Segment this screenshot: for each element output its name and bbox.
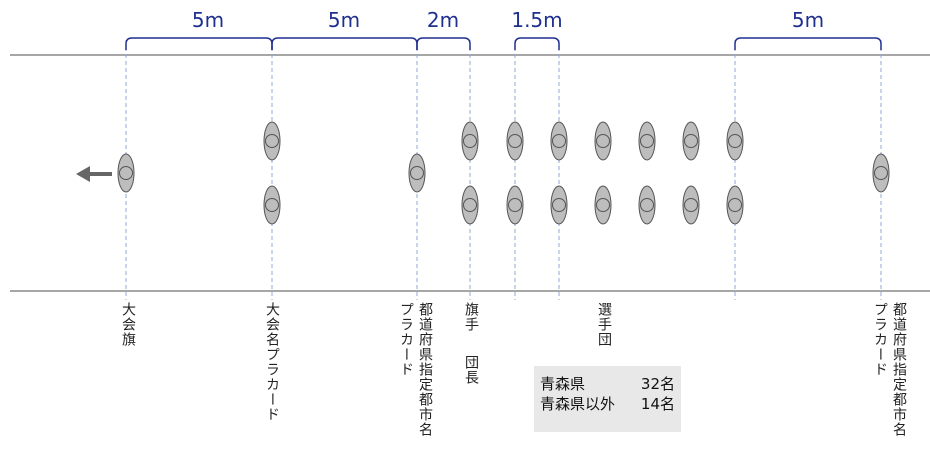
person-marker-icon-13 [638,121,656,161]
person-head [508,134,522,148]
label-pref-placard-2-a: 都道府県指定都市名 [891,302,907,437]
count-row-aomori-value: 32名 [640,375,675,393]
person-marker-icon-2 [263,121,281,161]
dimension-bracket-3 [416,37,471,50]
person-head [410,166,424,180]
label-athletes: 選手団 [596,302,612,347]
person-head [728,198,742,212]
person-head [596,134,610,148]
person-marker-icon-17 [726,121,744,161]
count-row-aomori: 青森県 32名 [540,374,675,394]
dimension-label-3: 2m [426,8,460,32]
person-head [552,134,566,148]
person-marker-icon-4 [408,153,426,193]
person-marker-icon-8 [506,185,524,225]
person-head [463,198,477,212]
label-tournament-placard: 大会名プラカード [264,302,280,422]
person-marker-icon-7 [506,121,524,161]
label-pref-placard-1-b: プラカード [398,302,414,377]
direction-arrow-icon [76,166,112,182]
person-head [640,198,654,212]
person-head [265,134,279,148]
person-head [463,134,477,148]
label-pref-placard-1-a: 都道府県指定都市名 [417,302,433,437]
person-marker-icon-5 [461,121,479,161]
count-row-aomori-name: 青森県 [540,375,586,393]
person-marker-icon-9 [550,121,568,161]
dimension-label-1: 5m [191,8,225,32]
person-marker-icon-10 [550,185,568,225]
people-markers [117,121,890,225]
person-marker-icon-3 [263,185,281,225]
count-row-other-name: 青森県以外 [540,395,616,413]
dimension-bracket-2 [271,37,418,50]
person-marker-icon-14 [638,185,656,225]
person-head [684,134,698,148]
count-row-other: 青森県以外 14名 [540,394,675,414]
person-marker-icon-18 [726,185,744,225]
dimension-label-2: 5m [327,8,361,32]
person-head [552,198,566,212]
person-marker-icon-1 [117,153,135,193]
person-marker-icon-16 [682,185,700,225]
person-head [640,134,654,148]
person-head [119,166,133,180]
person-marker-icon-19 [872,153,890,193]
person-head [265,198,279,212]
person-marker-icon-12 [594,185,612,225]
dimension-label-5: 5m [791,8,825,32]
dimension-brackets [125,37,882,50]
person-marker-icon-11 [594,121,612,161]
dimension-bracket-1 [125,37,273,50]
guide-lines [125,40,882,300]
label-tournament-flag: 大会旗 [120,302,136,347]
count-row-other-value: 14名 [640,395,675,413]
dimension-bracket-4 [514,37,560,50]
person-head [874,166,888,180]
person-head [728,134,742,148]
label-pref-placard-2-b: プラカード [872,302,888,377]
dimension-label-4: 1.5m [511,8,563,32]
label-flag-bearer: 旗手 [463,302,479,332]
person-marker-icon-6 [461,185,479,225]
person-marker-icon-15 [682,121,700,161]
person-head [596,198,610,212]
person-head [508,198,522,212]
label-captain: 団長 [463,355,479,385]
participant-count-box: 青森県 32名 青森県以外 14名 [534,366,681,432]
person-head [684,198,698,212]
dimension-bracket-5 [734,37,882,50]
